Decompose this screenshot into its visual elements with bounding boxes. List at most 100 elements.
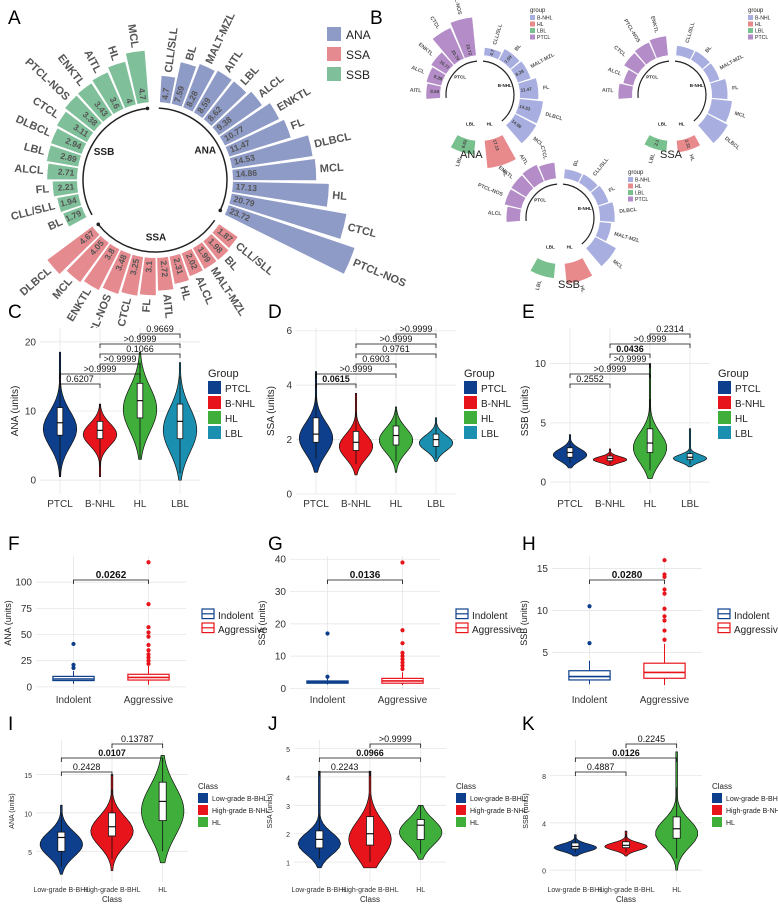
- legend-title: Class: [456, 782, 476, 791]
- axis-title: ANA: [194, 146, 216, 157]
- panel-label-j: J: [268, 714, 278, 735]
- box: [432, 433, 440, 447]
- axis-arc: [482, 60, 515, 122]
- p-value-label: 0.1066: [126, 344, 154, 354]
- panel-a-circular-bar: 4.7CLL/SLL7.59BL8.28MALT-MZL8.59AITL8.62…: [10, 11, 408, 350]
- legend-swatch: [628, 183, 633, 189]
- group-label: HL: [679, 122, 685, 127]
- x-tick-label: Indolent: [56, 695, 92, 706]
- y-tick-label: 5: [28, 850, 32, 857]
- significance-bracket: [609, 363, 651, 368]
- outlier-point: [71, 662, 76, 667]
- p-value-label: 0.0615: [322, 374, 350, 384]
- outlier-point: [400, 628, 405, 633]
- category-label: CTCL: [428, 15, 441, 31]
- bar-value-label: 10.77: [439, 59, 451, 70]
- y-tick-label: 0: [30, 476, 36, 487]
- y-tick-label: 1: [286, 861, 290, 868]
- p-value-label: 0.2314: [656, 324, 684, 334]
- category-label: CLL/SLL: [492, 23, 504, 46]
- panel-label-e: E: [522, 302, 535, 323]
- legend-swatch: [208, 426, 221, 439]
- x-tick-label: HL: [416, 887, 425, 894]
- legend-label: HL: [212, 820, 221, 827]
- outlier-point: [146, 642, 151, 648]
- x-tick-label: HL: [134, 499, 147, 510]
- outlier-point: [662, 606, 667, 611]
- category-label: LBL: [22, 141, 46, 158]
- axis-arc: [637, 60, 670, 99]
- y-tick-label: 4: [542, 821, 546, 828]
- legend-swatch: [198, 817, 208, 827]
- legend-swatch: [327, 47, 341, 61]
- category-label: HL: [177, 285, 192, 303]
- legend-label: HL: [481, 414, 494, 425]
- p-value-label: 0.0136: [350, 570, 381, 581]
- bar-ana: [171, 62, 197, 107]
- legend-label: B-NHL: [755, 16, 771, 22]
- y-tick-label: 2: [286, 832, 290, 839]
- category-label: LBL: [455, 155, 464, 167]
- bar-value-label: 3.1: [143, 260, 154, 273]
- bar-ssb: [63, 206, 87, 227]
- legend-label: B-NHL: [225, 399, 255, 410]
- plot-area: [36, 556, 186, 690]
- p-value-label: 0.0436: [616, 344, 644, 354]
- legend-label: HL: [537, 22, 544, 28]
- panel-label-c: C: [8, 302, 22, 323]
- bar-value-label: 4: [124, 97, 135, 105]
- x-tick-label: B-NHL: [595, 499, 625, 510]
- outlier-point: [325, 631, 330, 636]
- x-tick-label: HL: [390, 499, 403, 510]
- legend-swatch: [456, 793, 466, 803]
- outlier-point: [587, 641, 592, 646]
- category-label: HL: [105, 45, 121, 63]
- significance-bracket: [569, 373, 651, 378]
- legend-label: HL: [726, 820, 735, 827]
- bar-ptcl: [432, 27, 464, 65]
- y-tick-label: 10: [25, 407, 37, 418]
- box: [56, 407, 64, 436]
- bar-value-label: 14.86: [235, 168, 257, 179]
- p-value-label: >0.9999: [400, 324, 433, 334]
- group-label: LBL: [466, 122, 475, 127]
- p-value-label: 0.6207: [66, 374, 94, 384]
- bar-ana: [224, 205, 355, 274]
- category-label: DLBCL: [313, 131, 352, 151]
- y-axis-title: SSB (units): [523, 793, 530, 828]
- category-label: HL: [578, 285, 586, 294]
- significance-bracket: [318, 757, 422, 762]
- y-axis-title: ANA (units): [9, 793, 16, 828]
- panel-label-a: A: [8, 8, 21, 29]
- category-label: PTCL-NOS: [351, 257, 408, 290]
- category-label: BL: [514, 43, 524, 53]
- bar-value-label: 20.79: [450, 49, 460, 62]
- bar-value-label: 1.94: [59, 195, 78, 209]
- bar-b-nhl: [506, 113, 537, 144]
- bar-ana: [232, 181, 329, 207]
- bar-ptcl: [539, 162, 556, 181]
- legend-label: Indolent: [218, 611, 254, 622]
- bar-ssa: [192, 242, 217, 270]
- legend-title: Group: [464, 368, 495, 380]
- y-tick-label: 75: [21, 604, 33, 615]
- category-label: HL: [688, 154, 696, 163]
- box: [57, 831, 66, 852]
- outlier-point: [146, 602, 151, 607]
- bar-ana: [212, 91, 262, 136]
- bar-b-nhl: [590, 185, 609, 206]
- group-label: B-NHL: [578, 206, 592, 211]
- legend-label: B-NHL: [635, 178, 651, 184]
- bar-ssa: [121, 254, 144, 296]
- bar-b-nhl: [598, 202, 615, 223]
- y-tick-label: 0: [542, 869, 546, 876]
- legend-label: HL: [470, 820, 479, 827]
- y-tick-label: 4: [286, 775, 290, 782]
- category-label: BL: [46, 216, 65, 233]
- category-label: ALCL: [256, 72, 287, 100]
- legend-swatch: [718, 396, 731, 409]
- outlier-point: [400, 641, 405, 646]
- bar-ptcl: [426, 83, 441, 99]
